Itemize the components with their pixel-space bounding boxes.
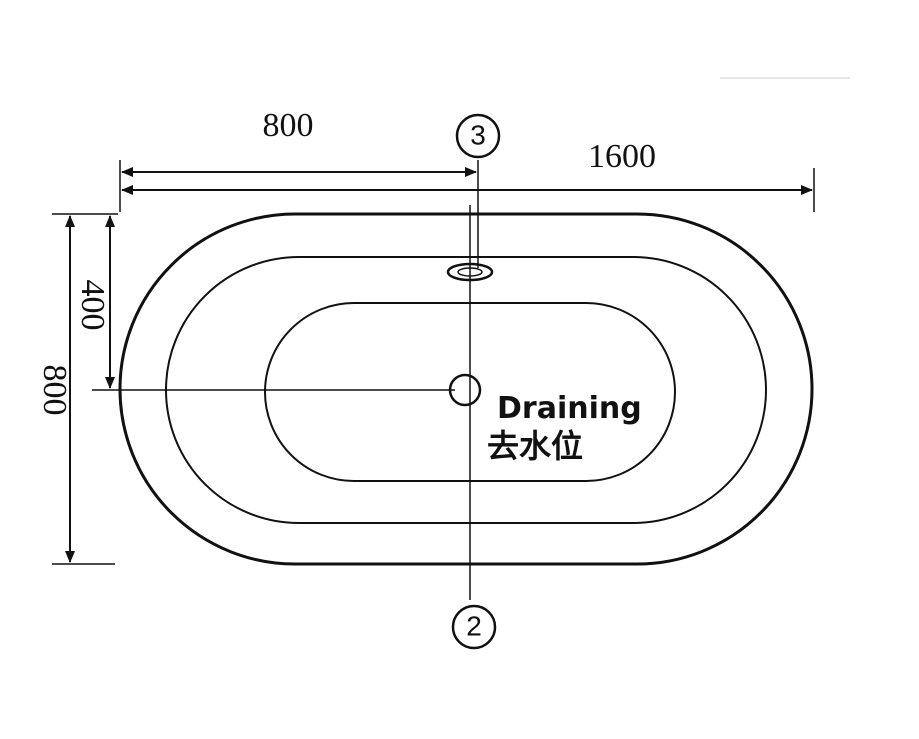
faucet-hole-icon <box>446 262 494 282</box>
dimension-label-half-length: 800 <box>263 107 314 144</box>
dimension-label-total-width: 800 <box>36 365 73 416</box>
tub-outer-outline <box>118 212 814 566</box>
drain-hole-icon <box>448 373 482 407</box>
marker-2-label: 2 <box>466 610 482 641</box>
drain-label-english: Draining <box>497 391 642 426</box>
marker-2: 2 <box>451 604 497 650</box>
drain-label-chinese: 去水位 <box>487 427 583 465</box>
dimension-label-half-width: 400 <box>74 280 111 331</box>
marker-3-label: 3 <box>470 119 486 150</box>
marker-3: 3 <box>455 113 501 159</box>
dimension-label-total-length: 1600 <box>588 138 656 175</box>
